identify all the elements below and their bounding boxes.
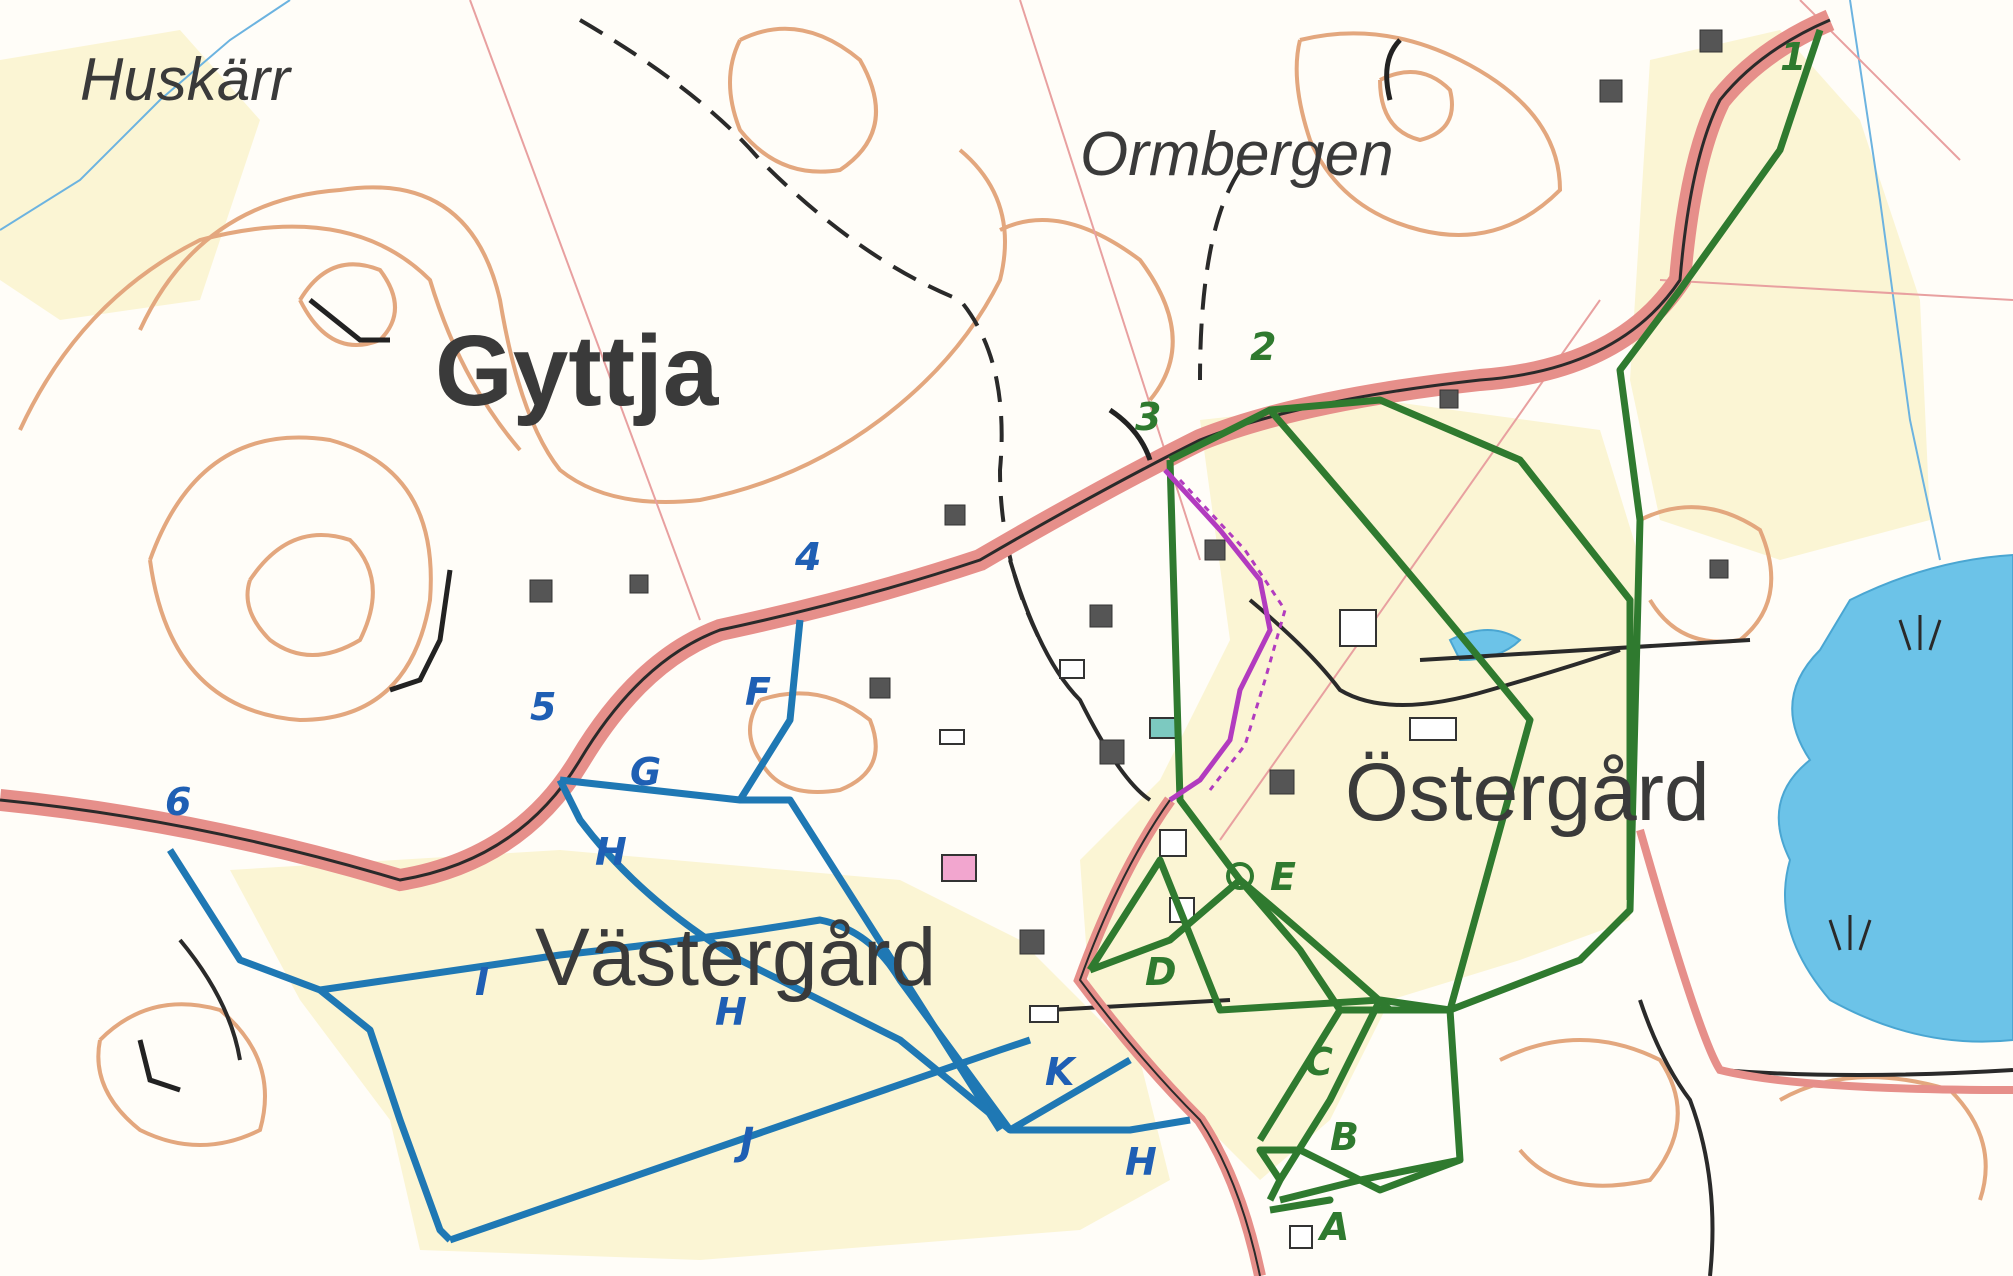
lake bbox=[1777, 553, 2013, 1043]
building-outline bbox=[1159, 829, 1187, 857]
building bbox=[1439, 389, 1459, 409]
label-blue-H3: H bbox=[1125, 1140, 1157, 1184]
label-green-C: C bbox=[1305, 1040, 1333, 1084]
label-blue-F: F bbox=[745, 670, 771, 714]
label-blue-H1: H bbox=[595, 830, 627, 874]
place-name-vastergard: Västergård bbox=[535, 912, 936, 1003]
place-name-huskarr: Huskärr bbox=[80, 46, 292, 113]
building bbox=[1709, 559, 1729, 579]
building bbox=[1019, 929, 1045, 955]
stream bbox=[0, 0, 291, 231]
building bbox=[869, 677, 891, 699]
label-blue-K: K bbox=[1045, 1050, 1077, 1094]
marsh-symbols bbox=[1828, 615, 1942, 951]
purple-route bbox=[1163, 468, 1287, 803]
contour-lines bbox=[18, 26, 1988, 1201]
building-outline bbox=[1339, 609, 1377, 647]
building-outline bbox=[1289, 1225, 1313, 1249]
label-blue-6: 6 bbox=[165, 780, 191, 824]
building bbox=[629, 574, 649, 594]
green-labels: 1 2 3 A B C D E bbox=[1135, 35, 1806, 1249]
blue-labels: 4 5 6 F G H H H I J K bbox=[165, 535, 1157, 1184]
main-road bbox=[0, 9, 1835, 892]
building bbox=[1204, 539, 1226, 561]
control-circle bbox=[1226, 862, 1254, 890]
field-ostergard bbox=[1080, 400, 1640, 1180]
blue-route bbox=[167, 619, 1191, 1244]
building bbox=[1269, 769, 1295, 795]
building bbox=[1699, 29, 1723, 53]
building-pink bbox=[941, 854, 977, 882]
building-outline bbox=[1029, 1005, 1059, 1023]
field-west bbox=[0, 30, 260, 320]
label-blue-G: G bbox=[630, 750, 661, 794]
cliff-marks bbox=[137, 38, 1402, 1093]
place-name-ostergard: Östergård bbox=[1345, 747, 1710, 838]
side-road bbox=[1073, 796, 2013, 1276]
place-name-gyttja: Gyttja bbox=[435, 315, 720, 427]
label-blue-I: I bbox=[475, 960, 489, 1004]
buildings bbox=[529, 29, 1729, 955]
label-green-B: B bbox=[1330, 1115, 1359, 1159]
green-route bbox=[1087, 28, 1824, 1214]
building bbox=[529, 579, 553, 603]
label-green-D: D bbox=[1145, 950, 1177, 994]
label-blue-H2: H bbox=[715, 990, 747, 1034]
label-green-A: A bbox=[1317, 1205, 1349, 1249]
label-blue-5: 5 bbox=[530, 685, 556, 729]
label-green-E: E bbox=[1270, 855, 1296, 899]
stream-east bbox=[1849, 0, 1941, 561]
building-outline bbox=[939, 729, 965, 745]
label-green-2: 2 bbox=[1250, 325, 1276, 369]
label-blue-4: 4 bbox=[794, 535, 821, 579]
label-green-1: 1 bbox=[1780, 35, 1806, 79]
building-outline bbox=[1409, 717, 1457, 741]
building bbox=[1089, 604, 1113, 628]
building-outline bbox=[1059, 659, 1085, 679]
pond bbox=[1448, 629, 1522, 662]
field-vastergard bbox=[230, 850, 1170, 1260]
place-name-ormbergen: Ormbergen bbox=[1080, 120, 1394, 189]
label-green-3: 3 bbox=[1135, 395, 1161, 439]
building bbox=[944, 504, 966, 526]
building bbox=[1099, 739, 1125, 765]
building bbox=[1599, 79, 1623, 103]
